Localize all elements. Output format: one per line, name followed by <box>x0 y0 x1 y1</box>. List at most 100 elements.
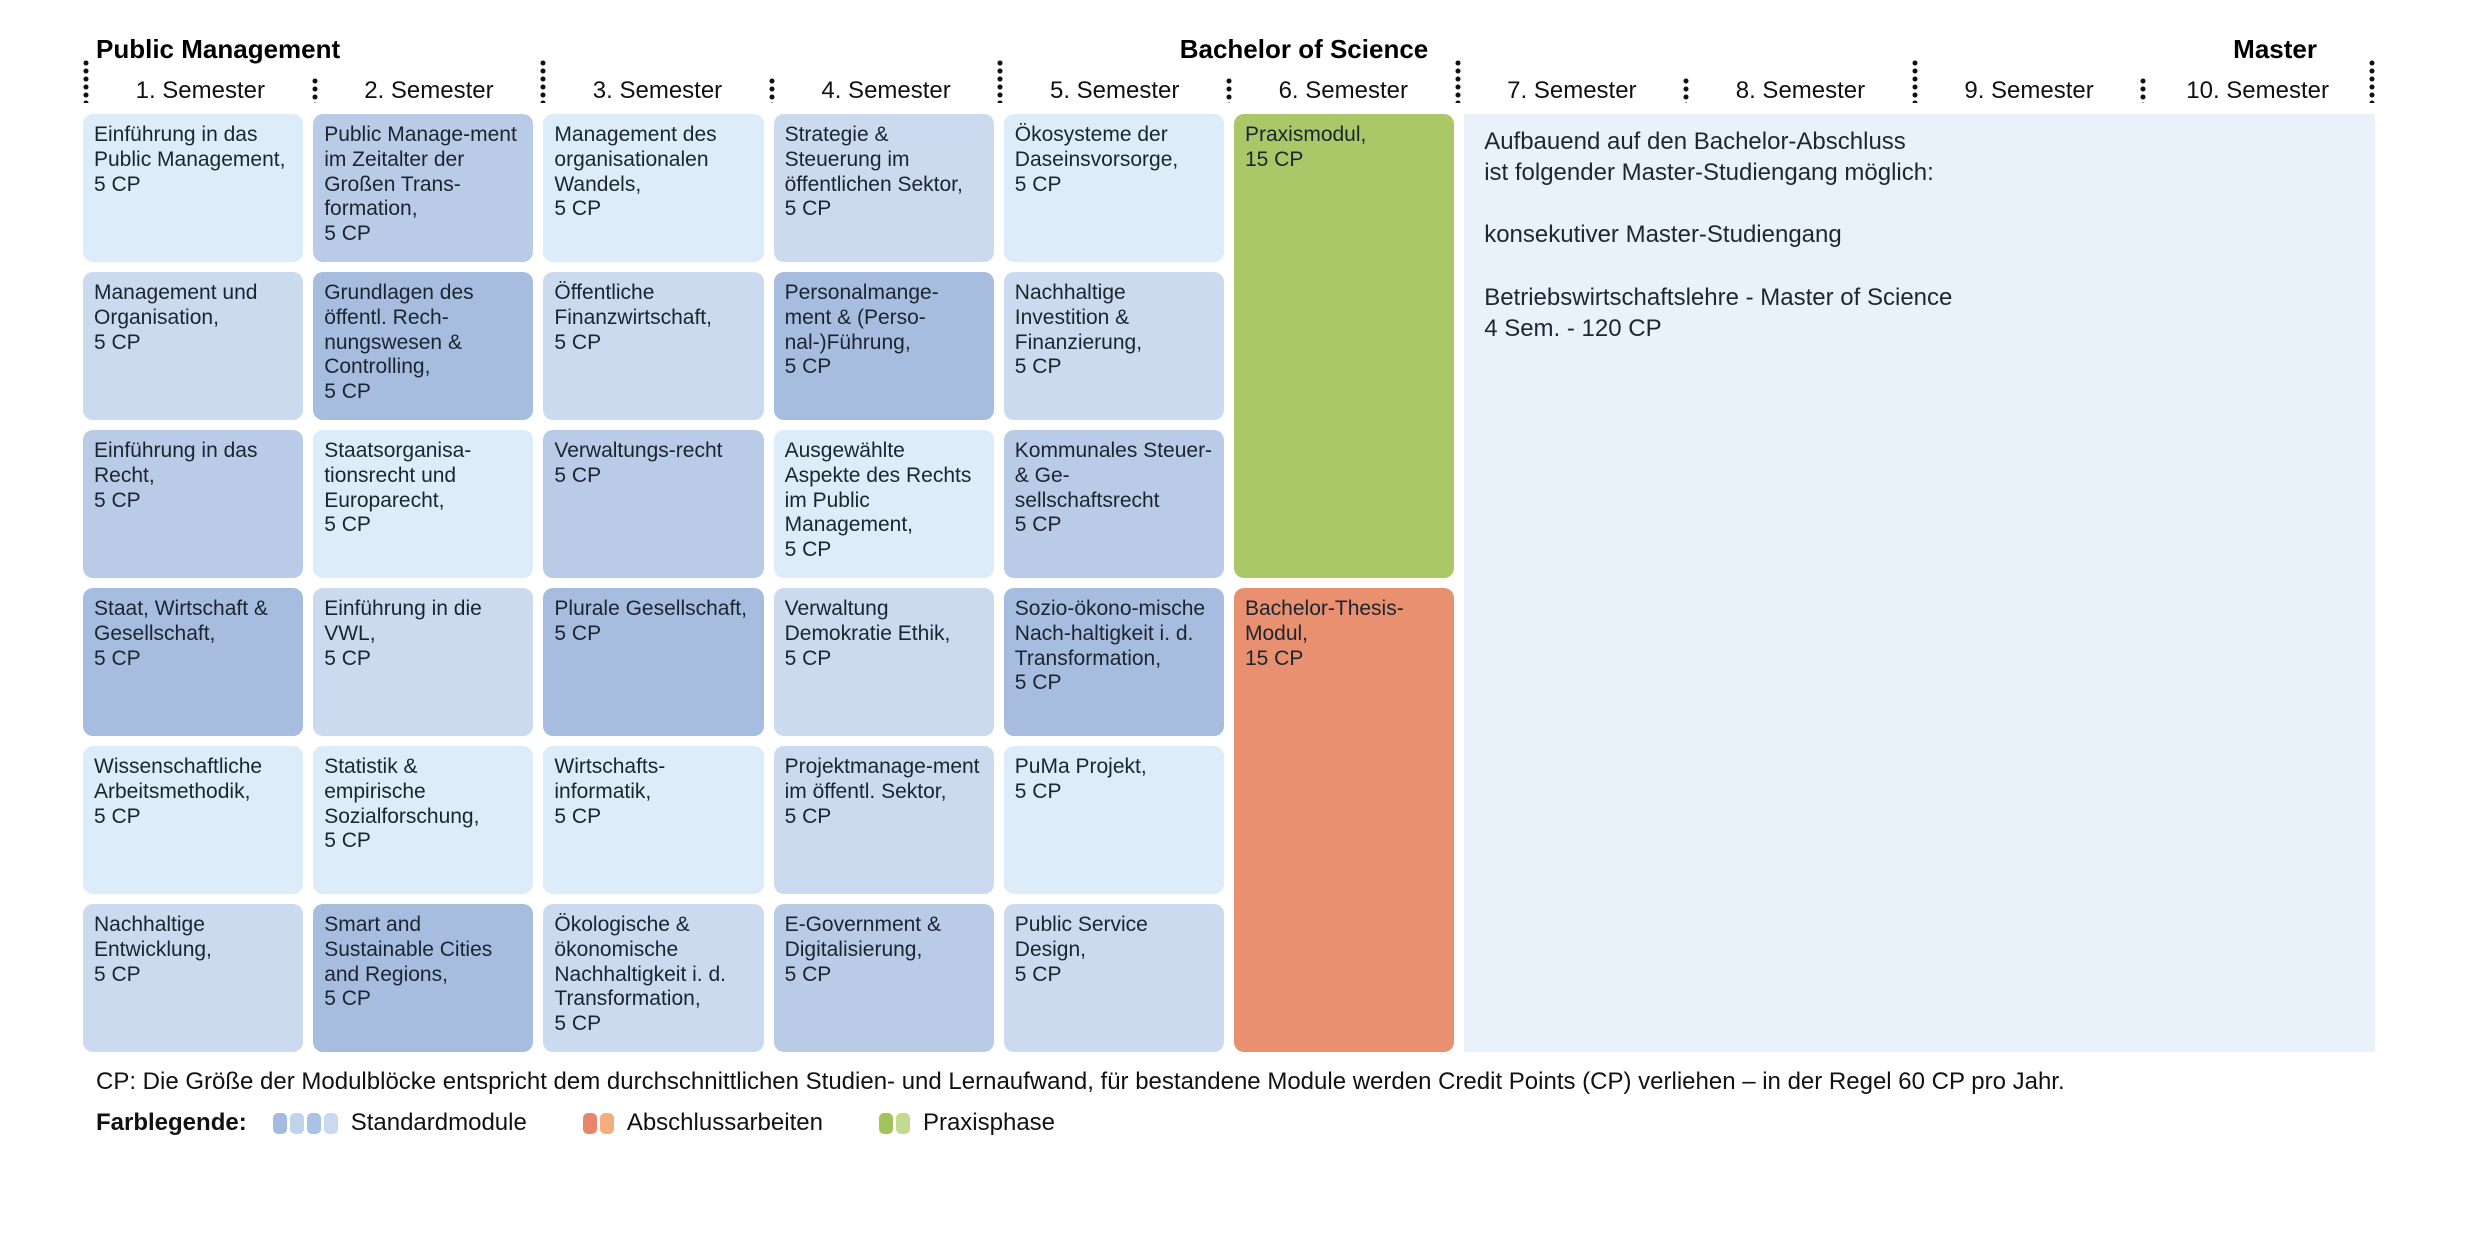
module-title: Smart and Sustainable Cities and Regions… <box>324 913 493 986</box>
module-title: Ökosysteme der Daseinsvorsorge, <box>1014 123 1179 171</box>
module-card: PuMa Projekt,5 CP <box>1003 746 1224 894</box>
module-cp: 5 CP <box>324 987 371 1011</box>
master-info-panel: Aufbauend auf den Bachelor-Abschluss ist … <box>1464 114 2375 1052</box>
semester-label: 3. Semester <box>592 77 723 104</box>
module-cp: 15 CP <box>1244 646 1304 670</box>
master-info-line: ist folgender Master-Studiengang möglich… <box>1484 159 1934 187</box>
module-title: Staat, Wirtschaft & Gesellschaft, <box>94 597 268 645</box>
module-card: Staat, Wirtschaft & Gesellschaft,5 CP <box>83 588 304 736</box>
module-cp: 5 CP <box>324 646 371 670</box>
module-card: Ökologische & ökonomische Nachhaltigkeit… <box>543 904 764 1052</box>
module-title: Einführung in die VWL, <box>324 597 482 645</box>
legend-group: Praxisphase <box>878 1109 1056 1137</box>
module-title: Einführung in das Public Management, <box>94 123 286 171</box>
module-title: Bachelor-Thesis-Modul, <box>1244 597 1404 645</box>
module-cp: 5 CP <box>784 646 832 670</box>
module-card: E-Government & Digitalisierung,5 CP <box>773 904 994 1052</box>
legend-group: Standardmodule <box>272 1109 527 1137</box>
module-cp: 15 CP <box>1244 147 1304 171</box>
module-card: Personalmange-ment & (Perso-nal-)Führung… <box>773 272 994 420</box>
dotted-separator <box>83 59 89 103</box>
program-title: Public Management <box>96 34 341 64</box>
master-info-paragraph: Aufbauend auf den Bachelor-Abschluss ist … <box>1484 126 2375 188</box>
module-cp: 5 CP <box>1014 962 1062 986</box>
semester-label: 7. Semester <box>1507 77 1637 104</box>
color-legend: Farblegende: Standardmodule Abschlussarbe… <box>96 1109 2375 1137</box>
module-card: Public Manage-ment im Zeitalter der Groß… <box>313 114 534 262</box>
legend-group-label: Praxisphase <box>922 1109 1056 1136</box>
master-title: Master <box>2233 34 2317 64</box>
dotted-separator <box>1454 59 1461 103</box>
module-card: Wirtschafts-informatik,5 CP <box>543 746 764 894</box>
module-title: Staatsorganisa-tionsrecht und Europarech… <box>324 439 472 512</box>
module-cp: 5 CP <box>554 621 602 645</box>
module-title: Wirtschafts-informatik, <box>554 755 666 803</box>
legend-color-chip <box>895 1112 910 1134</box>
module-title: E-Government & Digitalisierung, <box>784 913 941 961</box>
module-card: Management und Organisation,5 CP <box>83 272 304 420</box>
module-cp: 5 CP <box>1014 779 1062 803</box>
dotted-separator <box>2140 77 2147 103</box>
module-cp: 5 CP <box>554 330 602 354</box>
semester-label: 8. Semester <box>1735 77 1866 104</box>
module-cp: 5 CP <box>1014 355 1062 379</box>
module-card: Public Service Design,5 CP <box>1003 904 1224 1052</box>
module-cp: 5 CP <box>94 646 141 670</box>
legend-chips <box>582 1112 617 1134</box>
dotted-separator <box>997 59 1004 103</box>
legend-group-label: Abschlussarbeiten <box>626 1109 823 1136</box>
module-card: Grundlagen des öffentl. Rech-nungswesen … <box>313 272 534 420</box>
diagram-content: Public Management Bachelor of Science Ma… <box>83 34 2375 1137</box>
module-card: Wissenschaftliche Arbeitsmethodik,5 CP <box>83 746 304 894</box>
module-cp: 5 CP <box>324 829 371 853</box>
semester-label: 4. Semester <box>821 77 951 104</box>
master-info-line: Aufbauend auf den Bachelor-Abschluss <box>1484 128 1906 155</box>
legend-color-chip <box>582 1112 597 1134</box>
module-cp: 5 CP <box>784 804 832 828</box>
degree-title: Bachelor of Science <box>1179 34 1429 64</box>
legend-color-chip <box>306 1112 321 1134</box>
title-row: Public Management Bachelor of Science Ma… <box>83 34 2375 66</box>
module-title: Ökologische & ökonomische Nachhaltigkeit… <box>554 913 726 1011</box>
module-cp: 5 CP <box>554 1012 602 1036</box>
module-cp: 5 CP <box>324 513 371 537</box>
module-cp: 5 CP <box>94 172 141 196</box>
module-card: Öffentliche Finanzwirtschaft,5 CP <box>543 272 764 420</box>
legend-color-chip <box>878 1112 893 1134</box>
module-cp: 5 CP <box>1014 513 1062 537</box>
semester-label: 6. Semester <box>1278 77 1408 104</box>
module-title: Statistik & empirische Sozialforschung, <box>324 755 480 828</box>
legend-group-label: Standardmodule <box>350 1109 527 1136</box>
module-title: Public Service Design, <box>1014 913 1148 961</box>
master-info-paragraph: Betriebswirtschaftslehre - Master of Sci… <box>1484 282 2375 344</box>
master-info-line: Betriebswirtschaftslehre - Master of Sci… <box>1484 283 1953 311</box>
praxis-module-card: Praxismodul,15 CP <box>1233 114 1455 578</box>
legend-group: Abschlussarbeiten <box>582 1109 823 1137</box>
module-cp: 5 CP <box>94 962 141 986</box>
module-cp: 5 CP <box>94 804 141 828</box>
module-title: Wissenschaftliche Arbeitsmethodik, <box>94 755 263 803</box>
legend-color-chip <box>599 1112 614 1134</box>
module-cp: 5 CP <box>324 380 371 404</box>
legend-label: Farblegende: <box>96 1109 247 1136</box>
module-card: Einführung in das Public Management,5 CP <box>83 114 304 262</box>
module-cp: 5 CP <box>324 222 371 246</box>
module-cp: 5 CP <box>94 488 141 512</box>
master-info-paragraph: konsekutiver Master-Studiengang <box>1484 219 2375 250</box>
module-cp: 5 CP <box>94 330 141 354</box>
legend-color-chip <box>323 1112 338 1134</box>
module-card: Statistik & empirische Sozialforschung,5… <box>313 746 534 894</box>
semester-label: 9. Semester <box>1964 77 2094 104</box>
module-card: Nachhaltige Entwicklung,5 CP <box>83 904 304 1052</box>
master-info-line: konsekutiver Master-Studiengang <box>1484 221 1842 249</box>
dotted-separator <box>2368 59 2375 103</box>
dotted-separator <box>1683 77 1690 103</box>
module-title: Personalmange-ment & (Perso-nal-)Führung… <box>784 281 939 354</box>
semester-label: 2. Semester <box>364 77 494 104</box>
module-cp: 5 CP <box>784 538 832 562</box>
module-cp: 5 CP <box>1014 172 1062 196</box>
module-title: Öffentliche Finanzwirtschaft, <box>554 281 712 329</box>
module-title: Sozio-ökono-mische Nach-haltigkeit i. d.… <box>1014 597 1206 670</box>
